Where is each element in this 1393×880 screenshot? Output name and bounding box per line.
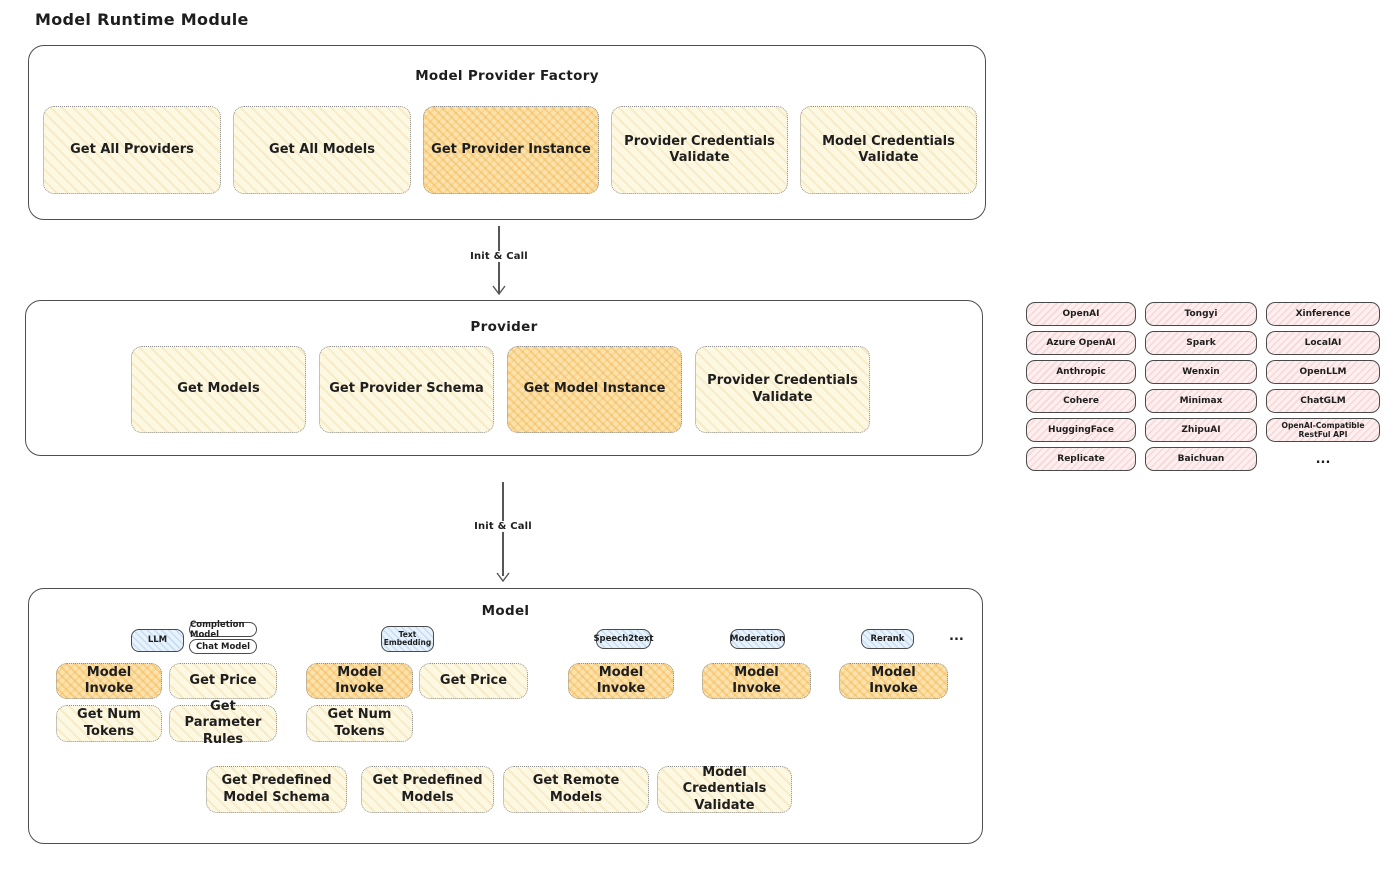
factory-box-title: Model Provider Factory (415, 68, 599, 84)
provider-chip-openllm: OpenLLM (1266, 360, 1380, 384)
model-provider-factory-box: Model Provider Factory Get All Providers… (28, 45, 986, 220)
arrow-head-icon-1 (492, 285, 506, 295)
pill-llm: LLM (131, 629, 184, 652)
provider-chip-cohere: Cohere (1026, 389, 1136, 413)
page-title: Model Runtime Module (35, 10, 249, 29)
node-embedding-get-price: Get Price (419, 663, 528, 699)
node-llm-get-price: Get Price (169, 663, 277, 699)
pill-text-embedding: Text Embedding (381, 626, 434, 652)
node-llm-get-num-tokens: Get Num Tokens (56, 705, 162, 742)
providers-panel: OpenAI Tongyi Xinference Azure OpenAI Sp… (1026, 302, 1380, 471)
provider-chip-baichuan: Baichuan (1145, 447, 1257, 471)
model-box: Model LLM Completion Model Chat Model Te… (28, 588, 983, 844)
factory-button-row: Get All Providers Get All Models Get Pro… (43, 106, 977, 194)
provider-chip-chatglm: ChatGLM (1266, 389, 1380, 413)
pill-speech2text: Speech2text (593, 629, 654, 649)
node-get-predefined-models: Get Predefined Models (361, 766, 494, 813)
provider-chip-zhipuai: ZhipuAI (1145, 418, 1257, 442)
node-get-model-instance: Get Model Instance (507, 346, 682, 433)
node-get-predefined-model-schema: Get Predefined Model Schema (206, 766, 347, 813)
provider-chip-localai: LocalAI (1266, 331, 1380, 355)
node-llm-get-parameter-rules: Get Parameter Rules (169, 699, 277, 747)
provider-chip-minimax: Minimax (1145, 389, 1257, 413)
providers-more-ellipsis: ... (1315, 451, 1331, 467)
provider-chip-replicate: Replicate (1026, 447, 1136, 471)
model-box-title: Model (481, 603, 530, 619)
pill-completion-model: Completion Model (189, 620, 257, 640)
provider-chip-xinference: Xinference (1266, 302, 1380, 326)
node-get-all-providers: Get All Providers (43, 106, 221, 194)
node-embedding-model-invoke: Model Invoke (306, 663, 413, 699)
node-get-provider-schema: Get Provider Schema (319, 346, 494, 433)
provider-chip-tongyi: Tongyi (1145, 302, 1257, 326)
provider-box: Provider Get Models Get Provider Schema … (25, 300, 983, 456)
node-speech2text-model-invoke: Model Invoke (568, 663, 674, 699)
node-rerank-model-invoke: Model Invoke (839, 663, 948, 699)
arrow-label-init-call-1: Init & Call (457, 251, 541, 262)
node-get-provider-instance: Get Provider Instance (423, 106, 599, 194)
provider-box-title: Provider (470, 319, 538, 335)
provider-chip-openai: OpenAI (1026, 302, 1136, 326)
provider-chip-openai-compatible: OpenAI-Compatible RestFul API (1266, 418, 1380, 442)
pill-moderation: Moderation (730, 629, 785, 649)
node-model-credentials-validate-2: Model Credentials Validate (657, 765, 792, 813)
provider-chip-wenxin: Wenxin (1145, 360, 1257, 384)
model-types-more-ellipsis: ... (949, 629, 964, 644)
provider-chip-huggingface: HuggingFace (1026, 418, 1136, 442)
node-provider-credentials-validate-2: Provider Credentials Validate (695, 346, 870, 433)
node-provider-credentials-validate: Provider Credentials Validate (611, 106, 788, 194)
node-get-remote-models: Get Remote Models (503, 766, 649, 813)
node-moderation-model-invoke: Model Invoke (702, 663, 811, 699)
provider-chip-spark: Spark (1145, 331, 1257, 355)
pill-rerank: Rerank (861, 629, 914, 649)
arrow-head-icon-2 (496, 572, 510, 582)
provider-chip-anthropic: Anthropic (1026, 360, 1136, 384)
node-embedding-get-num-tokens: Get Num Tokens (306, 705, 413, 742)
pill-chat-model: Chat Model (189, 639, 257, 654)
node-model-credentials-validate: Model Credentials Validate (800, 106, 977, 194)
provider-button-row: Get Models Get Provider Schema Get Model… (131, 346, 870, 433)
node-llm-model-invoke: Model Invoke (56, 663, 162, 699)
node-get-all-models: Get All Models (233, 106, 411, 194)
provider-chip-azure-openai: Azure OpenAI (1026, 331, 1136, 355)
node-get-models: Get Models (131, 346, 306, 433)
arrow-label-init-call-2: Init & Call (461, 521, 545, 532)
